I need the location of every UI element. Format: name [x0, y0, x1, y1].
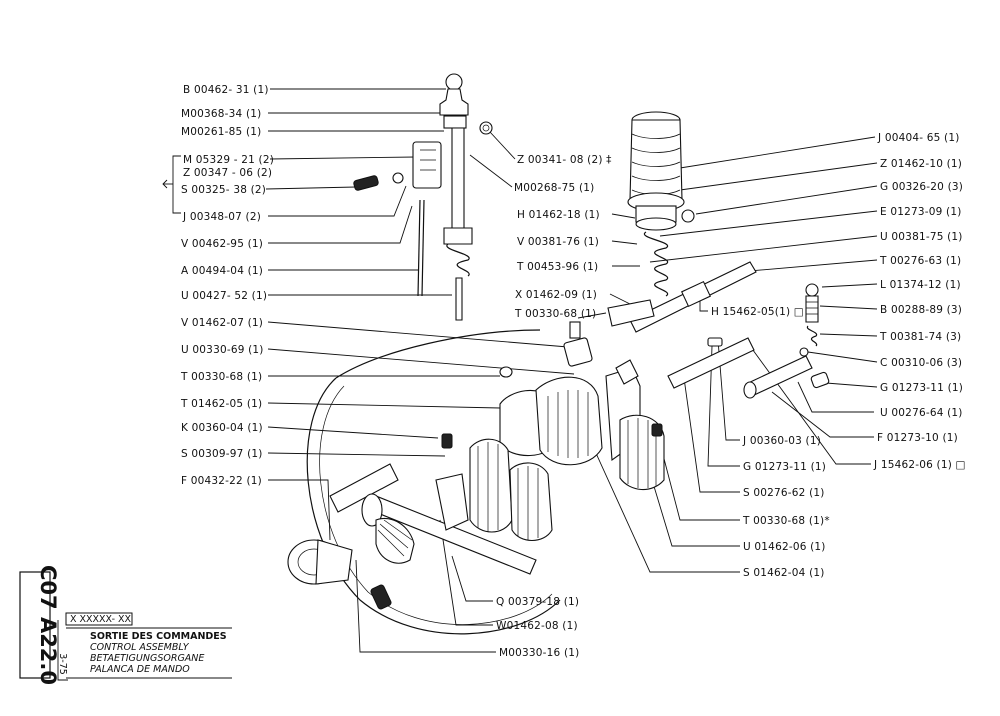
label-b00462-31: B 00462- 31 (1): [183, 84, 269, 96]
title-block: C07 A22.0 X XXXXX- XX 3-75 SORTIE DES CO…: [19, 565, 232, 685]
label-t00330-68: T 00330-68 (1): [180, 371, 262, 383]
sheet-code: C07 A22.0: [36, 565, 60, 685]
label-k00360-04: K 00360-04 (1): [181, 422, 263, 434]
label-m05329-21: M 05329 - 21 (2): [183, 154, 274, 166]
label-z00347-06: Z 00347 - 06 (2): [183, 167, 272, 179]
title-es: PALANCA DE MANDO: [90, 664, 190, 675]
label-t00276-63: T 00276-63 (1): [879, 255, 961, 267]
label-f01273-10: F 01273-10 (1): [877, 432, 958, 444]
label-h01462-18: H 01462-18 (1): [517, 209, 600, 221]
label-q00379-18: Q 00379-18 (1): [496, 596, 579, 608]
label-j00404-65: J 00404- 65 (1): [877, 132, 960, 144]
label-u00381-75: U 00381-75 (1): [880, 231, 963, 243]
label-j00360-03: J 00360-03 (1): [742, 435, 821, 447]
nut-z00341: [479, 121, 493, 135]
gear-lever-assembly: [353, 73, 493, 321]
label-g01273-11-r: G 01273-11 (1): [880, 382, 963, 394]
label-t00381-74: T 00381-74 (3): [879, 331, 961, 343]
label-g01273-11-b: G 01273-11 (1): [743, 461, 826, 473]
label-c00310-06: C 00310-06 (3): [880, 357, 962, 369]
center-labels: Z 00341- 08 (2) ‡ M00268-75 (1) H 01462-…: [514, 154, 804, 320]
label-z01462-10: Z 01462-10 (1): [880, 158, 962, 170]
label-u00427-52: U 00427- 52 (1): [181, 290, 267, 302]
lever-knob-ball: [445, 73, 463, 91]
label-m00261-85: M00261-85 (1): [181, 126, 261, 138]
bottom-labels: J 00360-03 (1) G 01273-11 (1) S 00276-62…: [496, 435, 830, 659]
washer-j00348: [392, 172, 404, 184]
label-j15462-06: J 15462-06 (1) □: [873, 459, 966, 471]
label-t01462-05: T 01462-05 (1): [180, 398, 262, 410]
ball-c00310: [799, 347, 809, 357]
label-j00348-07: J 00348-07 (2): [182, 211, 261, 223]
label-m00330-16: M00330-16 (1): [499, 647, 579, 659]
label-e01273-09: E 01273-09 (1): [880, 206, 962, 218]
boot-assembly: [627, 111, 695, 297]
block-u00330: [563, 337, 593, 367]
right-labels: J 00404- 65 (1) Z 01462-10 (1) G 00326-2…: [873, 132, 966, 471]
bolt-s00325: [353, 175, 379, 191]
label-s01462-04: S 01462-04 (1): [743, 567, 825, 579]
label-v00381-76: V 00381-76 (1): [517, 236, 599, 248]
label-s00309-97: S 00309-97 (1): [181, 448, 263, 460]
label-u01462-06: U 01462-06 (1): [743, 541, 826, 553]
label-l01374-12: L 01374-12 (1): [880, 279, 961, 291]
title-fr: SORTIE DES COMMANDES: [90, 631, 227, 642]
label-m00368-34: M00368-34 (1): [181, 108, 261, 120]
pin-k00360: [441, 433, 453, 449]
label-u00330-69: U 00330-69 (1): [181, 344, 264, 356]
label-a00494-04: A 00494-04 (1): [181, 265, 263, 277]
left-labels: B 00462- 31 (1) M00368-34 (1) M00261-85 …: [180, 84, 274, 487]
label-t00453-96: T 00453-96 (1): [516, 261, 598, 273]
label-v01462-07: V 01462-07 (1): [181, 317, 263, 329]
label-z00341-08: Z 00341- 08 (2) ‡: [517, 154, 612, 166]
label-m00268-75: M00268-75 (1): [514, 182, 594, 194]
label-s00325-38: S 00325- 38 (2): [181, 184, 266, 196]
forks-and-gears: [441, 321, 665, 542]
label-t00330-68-b: T 00330-68 (1): [514, 308, 596, 320]
ref-code: X XXXXX- XX: [70, 614, 132, 625]
title-en: CONTROL ASSEMBLY: [90, 642, 190, 653]
label-u00276-64: U 00276-64 (1): [880, 407, 963, 419]
label-x01462-09: X 01462-09 (1): [515, 289, 597, 301]
group-bracket: [162, 155, 181, 214]
selector-shaft-assembly: [607, 261, 830, 399]
label-g00326-20: G 00326-20 (3): [880, 181, 963, 193]
title-de: BETAETIGUNGSORGANE: [90, 653, 204, 664]
label-w01462-08: W01462-08 (1): [496, 620, 578, 632]
label-b00288-89: B 00288-89 (3): [880, 304, 962, 316]
label-v00462-95: V 00462-95 (1): [181, 238, 263, 250]
housing-and-shaft: [287, 329, 561, 635]
date-code: 3-75: [57, 653, 68, 675]
label-t00330-68-c: T 00330-68 (1)*: [742, 515, 830, 527]
label-f00432-22: F 00432-22 (1): [181, 475, 262, 487]
label-s00276-62: S 00276-62 (1): [743, 487, 825, 499]
label-h15462-05: H 15462-05(1) □: [711, 306, 804, 318]
screw-g00326: [681, 209, 695, 223]
